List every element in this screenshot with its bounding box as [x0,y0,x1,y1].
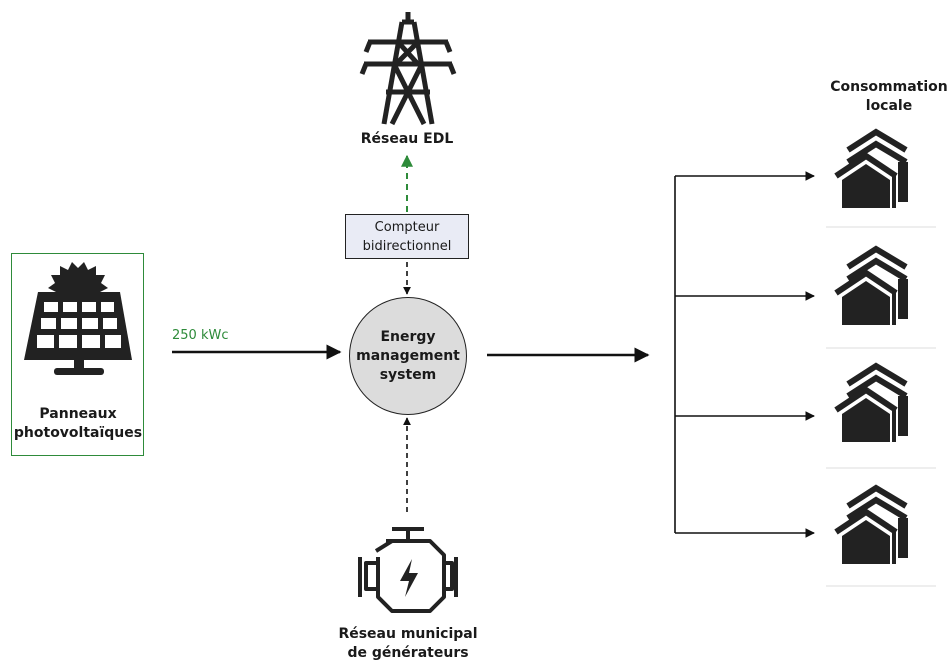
ems-label-line2: management [356,347,460,364]
consumption-label-line2: locale [865,98,913,114]
house-icon-3 [836,362,908,442]
consumption-branches [674,171,815,538]
pv-power-label: 250 kWc [172,328,229,343]
consumption-label-line1: Consommation [830,79,948,95]
house-icon-1 [836,128,908,208]
solar-panel-icon [24,262,132,375]
generators-label: Réseau municipal de générateurs [320,625,496,663]
pv-label-line2: photovoltaïques [13,425,143,441]
house-icon-2 [836,245,908,325]
pv-node-box [11,253,144,456]
house-icon-4 [836,484,908,564]
grid-label: Réseau EDL [360,131,454,147]
counter-label-line2: bidirectionnel [362,239,452,254]
ems-label-line3: system [379,366,437,383]
ems-label-line1: Energy [380,328,436,345]
generators-label-line2: de générateurs [347,645,469,661]
generators-label-line1: Réseau municipal [338,626,478,642]
consumption-label: Consommation locale [826,78,952,116]
counter-label-line1: Compteur [374,220,440,235]
bidirectional-counter-box: Compteur bidirectionnel [345,214,469,259]
pv-label-line1: Panneaux [39,406,117,422]
power-pylon-icon [359,12,457,126]
energy-management-system-node: Energy management system [349,297,467,415]
engine-generator-icon [358,527,458,613]
pv-label: Panneaux photovoltaïques [0,405,156,443]
